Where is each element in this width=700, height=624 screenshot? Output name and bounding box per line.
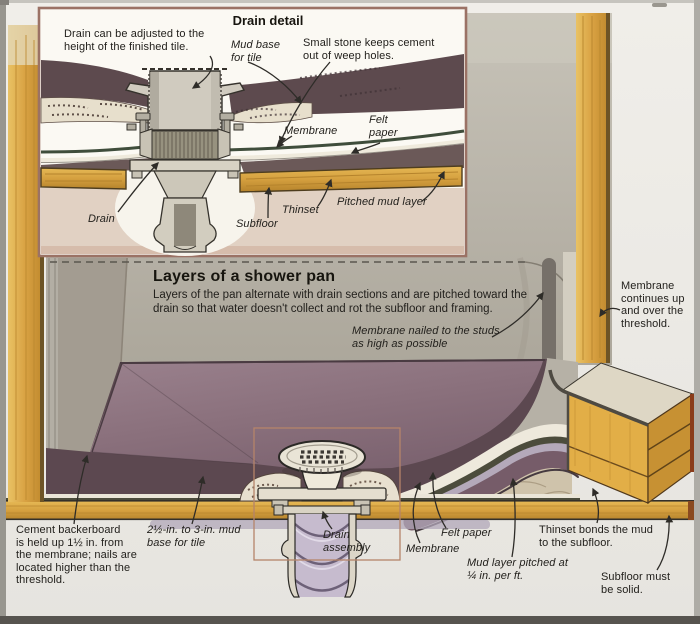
main-arrows — [73, 291, 674, 571]
inset-subfloor-wood — [40, 165, 463, 193]
callout-felt-paper-main: Felt paper — [441, 527, 492, 539]
drain-callout-box — [253, 427, 401, 561]
callout-mud-layer-pitched: Mud layer pitched at ¼ in. per ft. — [467, 557, 569, 582]
inset-title: Drain detail — [232, 13, 304, 28]
main-title: Layers of a shower pan — [153, 268, 336, 285]
callout-mud-base-main: 2½-in. to 3-in. mud base for tile — [147, 524, 241, 549]
page-mark — [652, 3, 667, 7]
left-wood-stud — [8, 25, 44, 502]
callout-felt-paper-inset: Felt paper — [369, 114, 398, 139]
right-wood-stud — [576, 13, 610, 363]
callout-drain-adjust: Drain can be adjusted to the height of t… — [64, 28, 205, 53]
drain-assembly-graphic — [239, 440, 401, 598]
callout-subfloor-solid: Subfloor must be solid. — [601, 571, 671, 596]
callout-thinset-bonds: Thinset bonds the mud to the subfloor. — [539, 524, 654, 549]
callout-cement-backerboard: Cement backerboard is held up 1½ in. fro… — [16, 524, 137, 586]
callout-small-stone: Small stone keeps cement out of weep hol… — [303, 37, 435, 62]
main-description: Layers of the pan alternate with drain s… — [153, 289, 527, 315]
callout-thinset-inset: Thinset — [282, 204, 319, 216]
callout-drain-assembly: Drain assembly — [323, 529, 371, 554]
membrane-over-threshold — [548, 369, 649, 427]
pan-floor — [90, 359, 546, 471]
callout-mud-base-inset: Mud base for tile — [231, 39, 281, 64]
callout-membrane-inset: Membrane — [284, 125, 338, 137]
callout-subfloor-inset: Subfloor — [236, 218, 278, 230]
threshold — [548, 362, 695, 505]
callout-membrane-continues: Membrane continues up and over the thres… — [621, 280, 685, 330]
inset-drain-graphic — [124, 68, 246, 253]
callout-pitched-mud-layer: Pitched mud layer — [337, 196, 427, 208]
callout-membrane-nailed: Membrane nailed to the studs as high as … — [352, 325, 500, 350]
inset-arrows — [117, 55, 445, 219]
callout-membrane-main: Membrane — [406, 543, 460, 555]
drain-detail-inset — [37, 6, 468, 258]
callout-drain-inset: Drain — [88, 213, 115, 225]
